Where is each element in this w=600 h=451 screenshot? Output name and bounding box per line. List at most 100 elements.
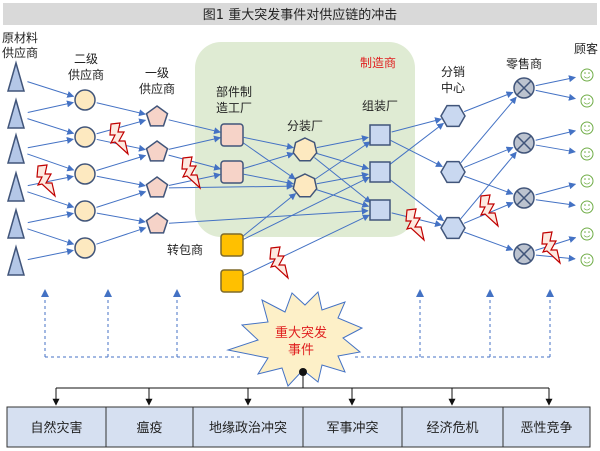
parts-factory-node	[220, 160, 244, 184]
flow-arrow	[535, 128, 577, 141]
tier2-supplier-node	[74, 237, 96, 259]
tier2-label-2: 供应商	[68, 67, 104, 82]
flow-arrow	[168, 154, 222, 171]
retailer-node	[513, 132, 535, 154]
tier2-supplier-node	[74, 126, 96, 148]
flow-arrow	[389, 178, 445, 222]
flow-arrow	[463, 91, 514, 113]
raw-material-supplier-node	[7, 244, 25, 276]
distribution-center-node	[440, 160, 466, 184]
assembly-plant-node	[369, 199, 391, 221]
assembly-plant-node	[369, 161, 391, 183]
distribution-label: 分销	[441, 65, 465, 79]
flow-arrow	[96, 118, 147, 135]
assembly-plant-node	[369, 124, 391, 146]
retailer-node	[513, 77, 535, 99]
subcontractor-node	[220, 233, 244, 257]
flow-arrow	[27, 100, 74, 113]
subassembly-node	[292, 137, 318, 162]
tier1-supplier-node	[145, 176, 169, 198]
flow-arrow	[242, 176, 370, 241]
flow-arrow	[168, 182, 294, 190]
flow-arrow	[390, 139, 443, 168]
flow-arrow	[96, 154, 147, 171]
subassembly-label: 分装厂	[287, 119, 323, 133]
title-bar	[3, 3, 597, 25]
tier1-supplier-node	[145, 140, 169, 162]
flow-arrow	[391, 117, 443, 133]
flow-arrow	[243, 136, 294, 150]
flow-arrow	[314, 141, 371, 180]
customer-smiley-icon	[580, 200, 594, 214]
subcontractor-node	[220, 269, 244, 293]
flow-arrow	[27, 228, 75, 246]
flow-arrow	[314, 157, 372, 203]
event-type-box: 自然灾害	[6, 406, 107, 448]
tier1-supplier-node	[145, 212, 169, 234]
customer-smiley-icon	[580, 68, 594, 82]
retailer-node	[513, 187, 535, 209]
flow-arrow	[535, 89, 576, 101]
flow-arrow	[535, 182, 577, 196]
flow-arrow	[27, 153, 75, 172]
subassembly-node	[292, 173, 318, 198]
tier2-label: 二级	[74, 52, 98, 66]
impact-dashed-lines	[41, 289, 554, 358]
tier1-supplier-node	[145, 105, 169, 127]
event-type-box: 军事冲突	[302, 406, 403, 448]
flow-arrow	[243, 151, 295, 170]
arrow-head-icon	[173, 289, 181, 297]
flow-arrow	[27, 248, 74, 261]
flow-arrow	[460, 96, 517, 164]
subcontractor-label: 转包商	[167, 242, 203, 257]
flow-arrow	[535, 236, 577, 251]
flow-arrow	[316, 189, 370, 208]
event-title-2: 事件	[288, 343, 314, 358]
flow-arrow	[168, 207, 369, 224]
lightning-icon	[109, 122, 130, 156]
customer-label: 顾客	[574, 41, 598, 56]
distribution-center-node	[440, 216, 466, 240]
customer-smiley-icon	[580, 253, 594, 267]
lightning-icon	[541, 231, 562, 265]
flow-arrow	[96, 226, 147, 245]
flow-arrow	[464, 231, 514, 251]
raw-material-label-2: 供应商	[2, 45, 38, 60]
parts-factory-node	[220, 123, 244, 147]
event-type-label: 军事冲突	[326, 420, 378, 436]
flow-arrow	[242, 214, 370, 277]
lightning-icon	[269, 246, 290, 280]
flow-arrow	[96, 102, 147, 117]
customer-smiley-icon	[580, 94, 594, 108]
retailer-node	[513, 243, 535, 265]
flow-edges	[27, 75, 577, 277]
event-type-box: 瘟疫	[105, 406, 194, 448]
flow-arrow	[96, 212, 146, 225]
customer-smiley-icon	[580, 174, 594, 188]
tier2-supplier-node	[74, 200, 96, 222]
flow-arrow	[27, 136, 74, 149]
flow-arrow	[96, 175, 146, 188]
raw-material-label: 原材料	[2, 31, 38, 45]
flow-arrow	[27, 118, 75, 135]
customer-smiley-icon	[580, 121, 594, 135]
event-type-label: 经济危机	[426, 421, 478, 436]
parts-label-2: 造工厂	[216, 101, 252, 115]
customer-smiley-icon	[580, 147, 594, 161]
flow-arrow	[27, 81, 75, 98]
assembly-label: 组装厂	[362, 99, 398, 113]
tier2-supplier-node	[74, 163, 96, 185]
event-type-label: 自然灾害	[30, 420, 82, 436]
flow-arrow	[389, 122, 445, 166]
raw-material-supplier-node	[7, 97, 25, 129]
tier1-label: 一级	[145, 66, 169, 80]
figure-title: 图1 重大突发事件对供应链的冲击	[203, 7, 397, 23]
raw-material-supplier-node	[7, 132, 25, 164]
flow-arrow	[535, 75, 576, 87]
event-type-box: 经济危机	[401, 406, 504, 448]
flow-arrow	[460, 151, 517, 220]
tier1-label-2: 供应商	[139, 81, 175, 96]
lightning-icon	[181, 156, 202, 190]
retailer-label: 零售商	[506, 56, 542, 71]
